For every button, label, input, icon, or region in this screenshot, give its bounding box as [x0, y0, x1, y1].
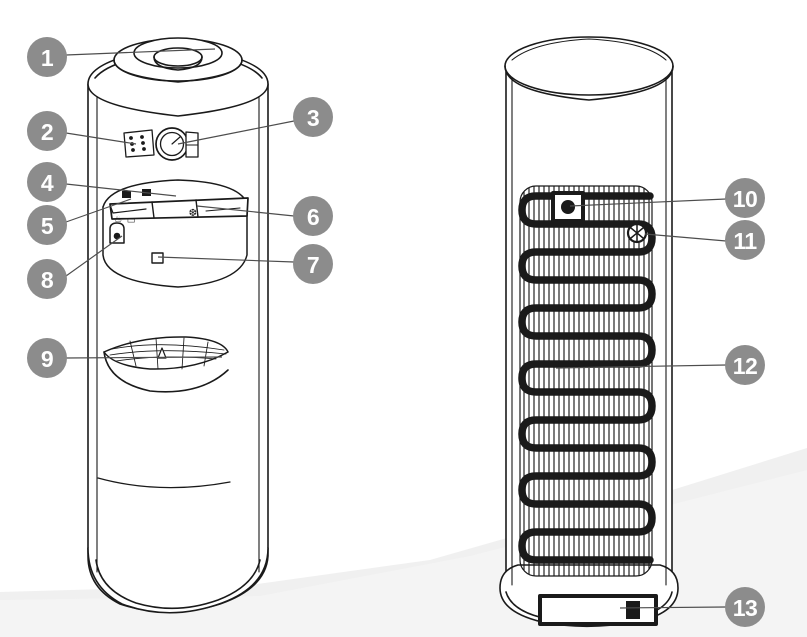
callout-number: 7 [307, 252, 319, 278]
callout-badge-12[interactable]: 12 [725, 345, 765, 385]
callout-badge-circle [725, 220, 765, 260]
leader-11 [644, 233, 727, 242]
callout-number: 10 [733, 186, 758, 212]
condenser-coil [518, 192, 656, 564]
lever-tab-hot[interactable] [122, 191, 131, 198]
leader-13 [619, 606, 727, 609]
leader-9 [65, 356, 223, 359]
drip-tray-group [103, 336, 229, 393]
indicator-light-panel[interactable] [123, 129, 155, 158]
rear-top-cap [504, 36, 674, 96]
callout-badge-1[interactable]: 1 [27, 37, 67, 77]
control-panel-group [123, 127, 199, 161]
callout-badge-13[interactable]: 13 [725, 587, 765, 627]
callout-number: 4 [41, 170, 54, 196]
faucet-pictograms: ♨ ▭ ❆ [114, 208, 197, 226]
callout-badge-circle [293, 244, 333, 284]
callout-badge-3[interactable]: 3 [293, 97, 333, 137]
lid-middle-ring-wall [113, 59, 243, 83]
hot-steam-cup-icon: ♨ [114, 215, 122, 225]
rear-top-cap-wall [504, 65, 674, 101]
compressor-housing-group [538, 594, 658, 626]
rear-access-port-knob[interactable] [561, 200, 575, 214]
drip-tray-drain [157, 347, 167, 359]
callout-badge-8[interactable]: 8 [27, 259, 67, 299]
cup-icon: ▭ [127, 216, 136, 226]
callout-number: 13 [733, 595, 758, 621]
callout-badge-circle [293, 97, 333, 137]
callout-badge-circle [27, 205, 67, 245]
callout-badge-circle [725, 345, 765, 385]
leader-10 [569, 198, 727, 207]
callout-badge-circle [27, 259, 67, 299]
lock-icon [113, 232, 121, 240]
callout-badge-circle [725, 178, 765, 218]
leader-5 [65, 198, 132, 223]
callout-badge-circle [293, 196, 333, 236]
control-knob-pointer [171, 136, 181, 145]
callout-badge-9[interactable]: 9 [27, 338, 67, 378]
callout-number: 12 [733, 353, 758, 379]
cabinet-base-inner [95, 559, 261, 610]
drain-valve-cap-wings [630, 223, 644, 243]
callout-number: 9 [41, 346, 53, 372]
callout-badge-10[interactable]: 10 [725, 178, 765, 218]
condenser-assembly [518, 185, 656, 577]
leader-4 [65, 183, 177, 197]
leader-12 [555, 364, 727, 369]
callout-badge-circle [725, 587, 765, 627]
hot-water-faucet[interactable] [109, 204, 147, 214]
snowflake-icon: ❆ [189, 208, 197, 219]
leader-7 [157, 256, 295, 263]
lever-highlight [205, 207, 241, 212]
leader-1 [65, 48, 216, 56]
faucet-panel-latch[interactable] [151, 252, 164, 264]
faucet-recess-top [102, 179, 248, 208]
callout-number: 1 [41, 45, 54, 71]
callout-badge-circle [27, 338, 67, 378]
condenser-panel-outline [519, 185, 653, 577]
drip-tray-slats [109, 337, 227, 370]
compressor-housing[interactable] [538, 594, 658, 626]
rear-top-cap-inner [511, 38, 667, 61]
callout-leaders [65, 48, 727, 609]
callout-number: 2 [41, 119, 53, 145]
callout-number: 11 [733, 228, 757, 254]
lower-body-seam [97, 477, 231, 489]
lever-divider-2 [195, 199, 199, 218]
callout-badge-circle [27, 162, 67, 202]
compressor-plug [626, 601, 640, 619]
callout-badge-5[interactable]: 5 [27, 205, 67, 245]
callout-badge-6[interactable]: 6 [293, 196, 333, 236]
callout-number: 5 [41, 213, 54, 239]
push-button-levers[interactable] [109, 197, 249, 220]
leader-8 [65, 235, 123, 277]
leader-2 [65, 132, 137, 145]
rear-view-unit [499, 36, 679, 628]
faucet-module-shell [102, 202, 248, 288]
callout-badge-circle [27, 37, 67, 77]
callout-number: 8 [41, 267, 54, 293]
cabinet-base [87, 547, 269, 614]
callout-badge-circle [27, 111, 67, 151]
leader-3 [177, 120, 295, 145]
bottle-seat-opening-wall [153, 56, 203, 71]
lever-divider-1 [151, 201, 155, 219]
callout-badge-2[interactable]: 2 [27, 111, 67, 151]
callout-badge-4[interactable]: 4 [27, 162, 67, 202]
callout-number: 6 [307, 204, 319, 230]
faucet-module [102, 179, 249, 288]
callout-badge-7[interactable]: 7 [293, 244, 333, 284]
drip-tray-shelf [103, 351, 229, 393]
callout-number: 3 [307, 105, 319, 131]
front-view-unit [87, 37, 269, 614]
leader-6 [196, 205, 295, 217]
callout-badge-11[interactable]: 11 [725, 220, 765, 260]
